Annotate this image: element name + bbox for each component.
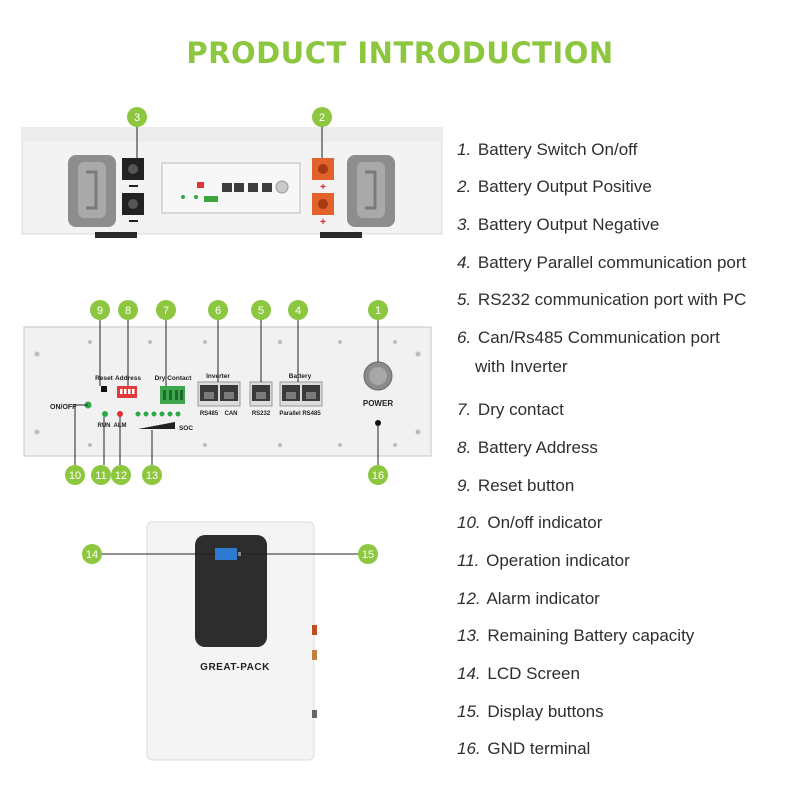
callout-16-label: 16 bbox=[372, 470, 384, 482]
callout-4 bbox=[288, 300, 308, 320]
callout-13 bbox=[142, 465, 162, 485]
callout-8-label: 8 bbox=[125, 305, 131, 317]
legend-item: 7. Dry contact bbox=[457, 400, 564, 419]
soc-label: SOC bbox=[179, 425, 193, 432]
wall-battery-view: GREAT-PACK bbox=[146, 521, 317, 761]
legend-item: 13. Remaining Battery capacity bbox=[457, 626, 695, 645]
side-port-2 bbox=[312, 650, 317, 660]
control-panel-view: Reset Address Dry Contact Inverter RS485… bbox=[23, 326, 432, 457]
callout-13-label: 13 bbox=[146, 470, 158, 482]
legend-item: 12. Alarm indicator bbox=[457, 589, 600, 608]
callouts bbox=[65, 107, 388, 564]
callout-14 bbox=[82, 544, 102, 564]
power-label: POWER bbox=[363, 399, 393, 408]
legend-item: 5. RS232 communication port with PC bbox=[457, 290, 747, 309]
legend-item: 16. GND terminal bbox=[457, 739, 591, 758]
callout-12 bbox=[111, 465, 131, 485]
brand-logo: GREAT-PACK bbox=[200, 662, 270, 673]
legend-item: 9. Reset button bbox=[457, 476, 575, 495]
legend-item: 10. On/off indicator bbox=[457, 513, 603, 532]
callout-14-label: 14 bbox=[86, 549, 98, 561]
callout-9-label: 9 bbox=[97, 305, 103, 317]
callout-2 bbox=[312, 107, 332, 127]
callout-4-label: 4 bbox=[295, 305, 301, 317]
rack-front-view: + + bbox=[21, 127, 443, 238]
run-led bbox=[102, 411, 108, 417]
callout-3-label: 3 bbox=[134, 112, 140, 124]
callout-3 bbox=[127, 107, 147, 127]
legend-item: 3. Battery Output Negative bbox=[457, 215, 660, 234]
callout-7 bbox=[156, 300, 176, 320]
side-port-1 bbox=[312, 625, 317, 635]
reset-button bbox=[101, 386, 107, 392]
gnd-terminal bbox=[375, 420, 381, 426]
callout-12-label: 12 bbox=[115, 470, 127, 482]
can-label: CAN bbox=[225, 411, 238, 417]
leader-lines bbox=[74, 126, 379, 555]
callout-2-label: 2 bbox=[319, 112, 325, 124]
onoff-label: ON/OFF bbox=[50, 404, 77, 411]
svg-text:+: + bbox=[320, 217, 326, 228]
callout-9 bbox=[90, 300, 110, 320]
legend-item-continuation: with Inverter bbox=[475, 357, 568, 376]
dry-contact-label: Dry Contact bbox=[155, 375, 193, 382]
svg-text:+: + bbox=[320, 182, 326, 193]
callout-5 bbox=[251, 300, 271, 320]
callout-10 bbox=[65, 465, 85, 485]
parallel-rs485-label: Parallel RS485 bbox=[279, 411, 321, 417]
callout-7-label: 7 bbox=[163, 305, 169, 317]
legend-item: 1. Battery Switch On/off bbox=[457, 140, 638, 159]
front-display-panel bbox=[195, 535, 267, 647]
legend-item: 4. Battery Parallel communication port bbox=[457, 253, 747, 272]
legend-item: 8. Battery Address bbox=[457, 438, 598, 457]
side-port-3 bbox=[312, 710, 317, 718]
callout-16 bbox=[368, 465, 388, 485]
legend-item: 14. LCD Screen bbox=[457, 664, 580, 683]
soc-gauge-mark bbox=[138, 422, 175, 429]
page-title: PRODUCT INTRODUCTION bbox=[186, 36, 614, 70]
callout-8 bbox=[118, 300, 138, 320]
callout-15-label: 15 bbox=[362, 549, 374, 561]
callout-11 bbox=[91, 465, 111, 485]
callout-6 bbox=[208, 300, 228, 320]
callout-6-label: 6 bbox=[215, 305, 221, 317]
callout-10-label: 10 bbox=[69, 470, 81, 482]
legend-item: 2. Battery Output Positive bbox=[457, 177, 652, 196]
rs232-label: RS232 bbox=[252, 411, 271, 417]
legend-item: 6. Can/Rs485 Communication port bbox=[457, 328, 720, 347]
lcd-screen bbox=[215, 548, 237, 560]
callout-15 bbox=[358, 544, 378, 564]
display-button bbox=[238, 552, 241, 556]
callout-11-label: 11 bbox=[95, 470, 106, 482]
legend-item: 15. Display buttons bbox=[457, 702, 604, 721]
battery-label: Battery bbox=[289, 373, 312, 380]
callout-5-label: 5 bbox=[258, 305, 264, 317]
rs485-label: RS485 bbox=[200, 411, 219, 417]
alarm-led bbox=[117, 411, 123, 417]
callout-1 bbox=[368, 300, 388, 320]
reset-label: Reset bbox=[95, 375, 114, 382]
callout-1-label: 1 bbox=[375, 305, 381, 317]
dry-contact-terminal bbox=[160, 386, 185, 404]
legend-item: 11. Operation indicator bbox=[457, 551, 630, 570]
